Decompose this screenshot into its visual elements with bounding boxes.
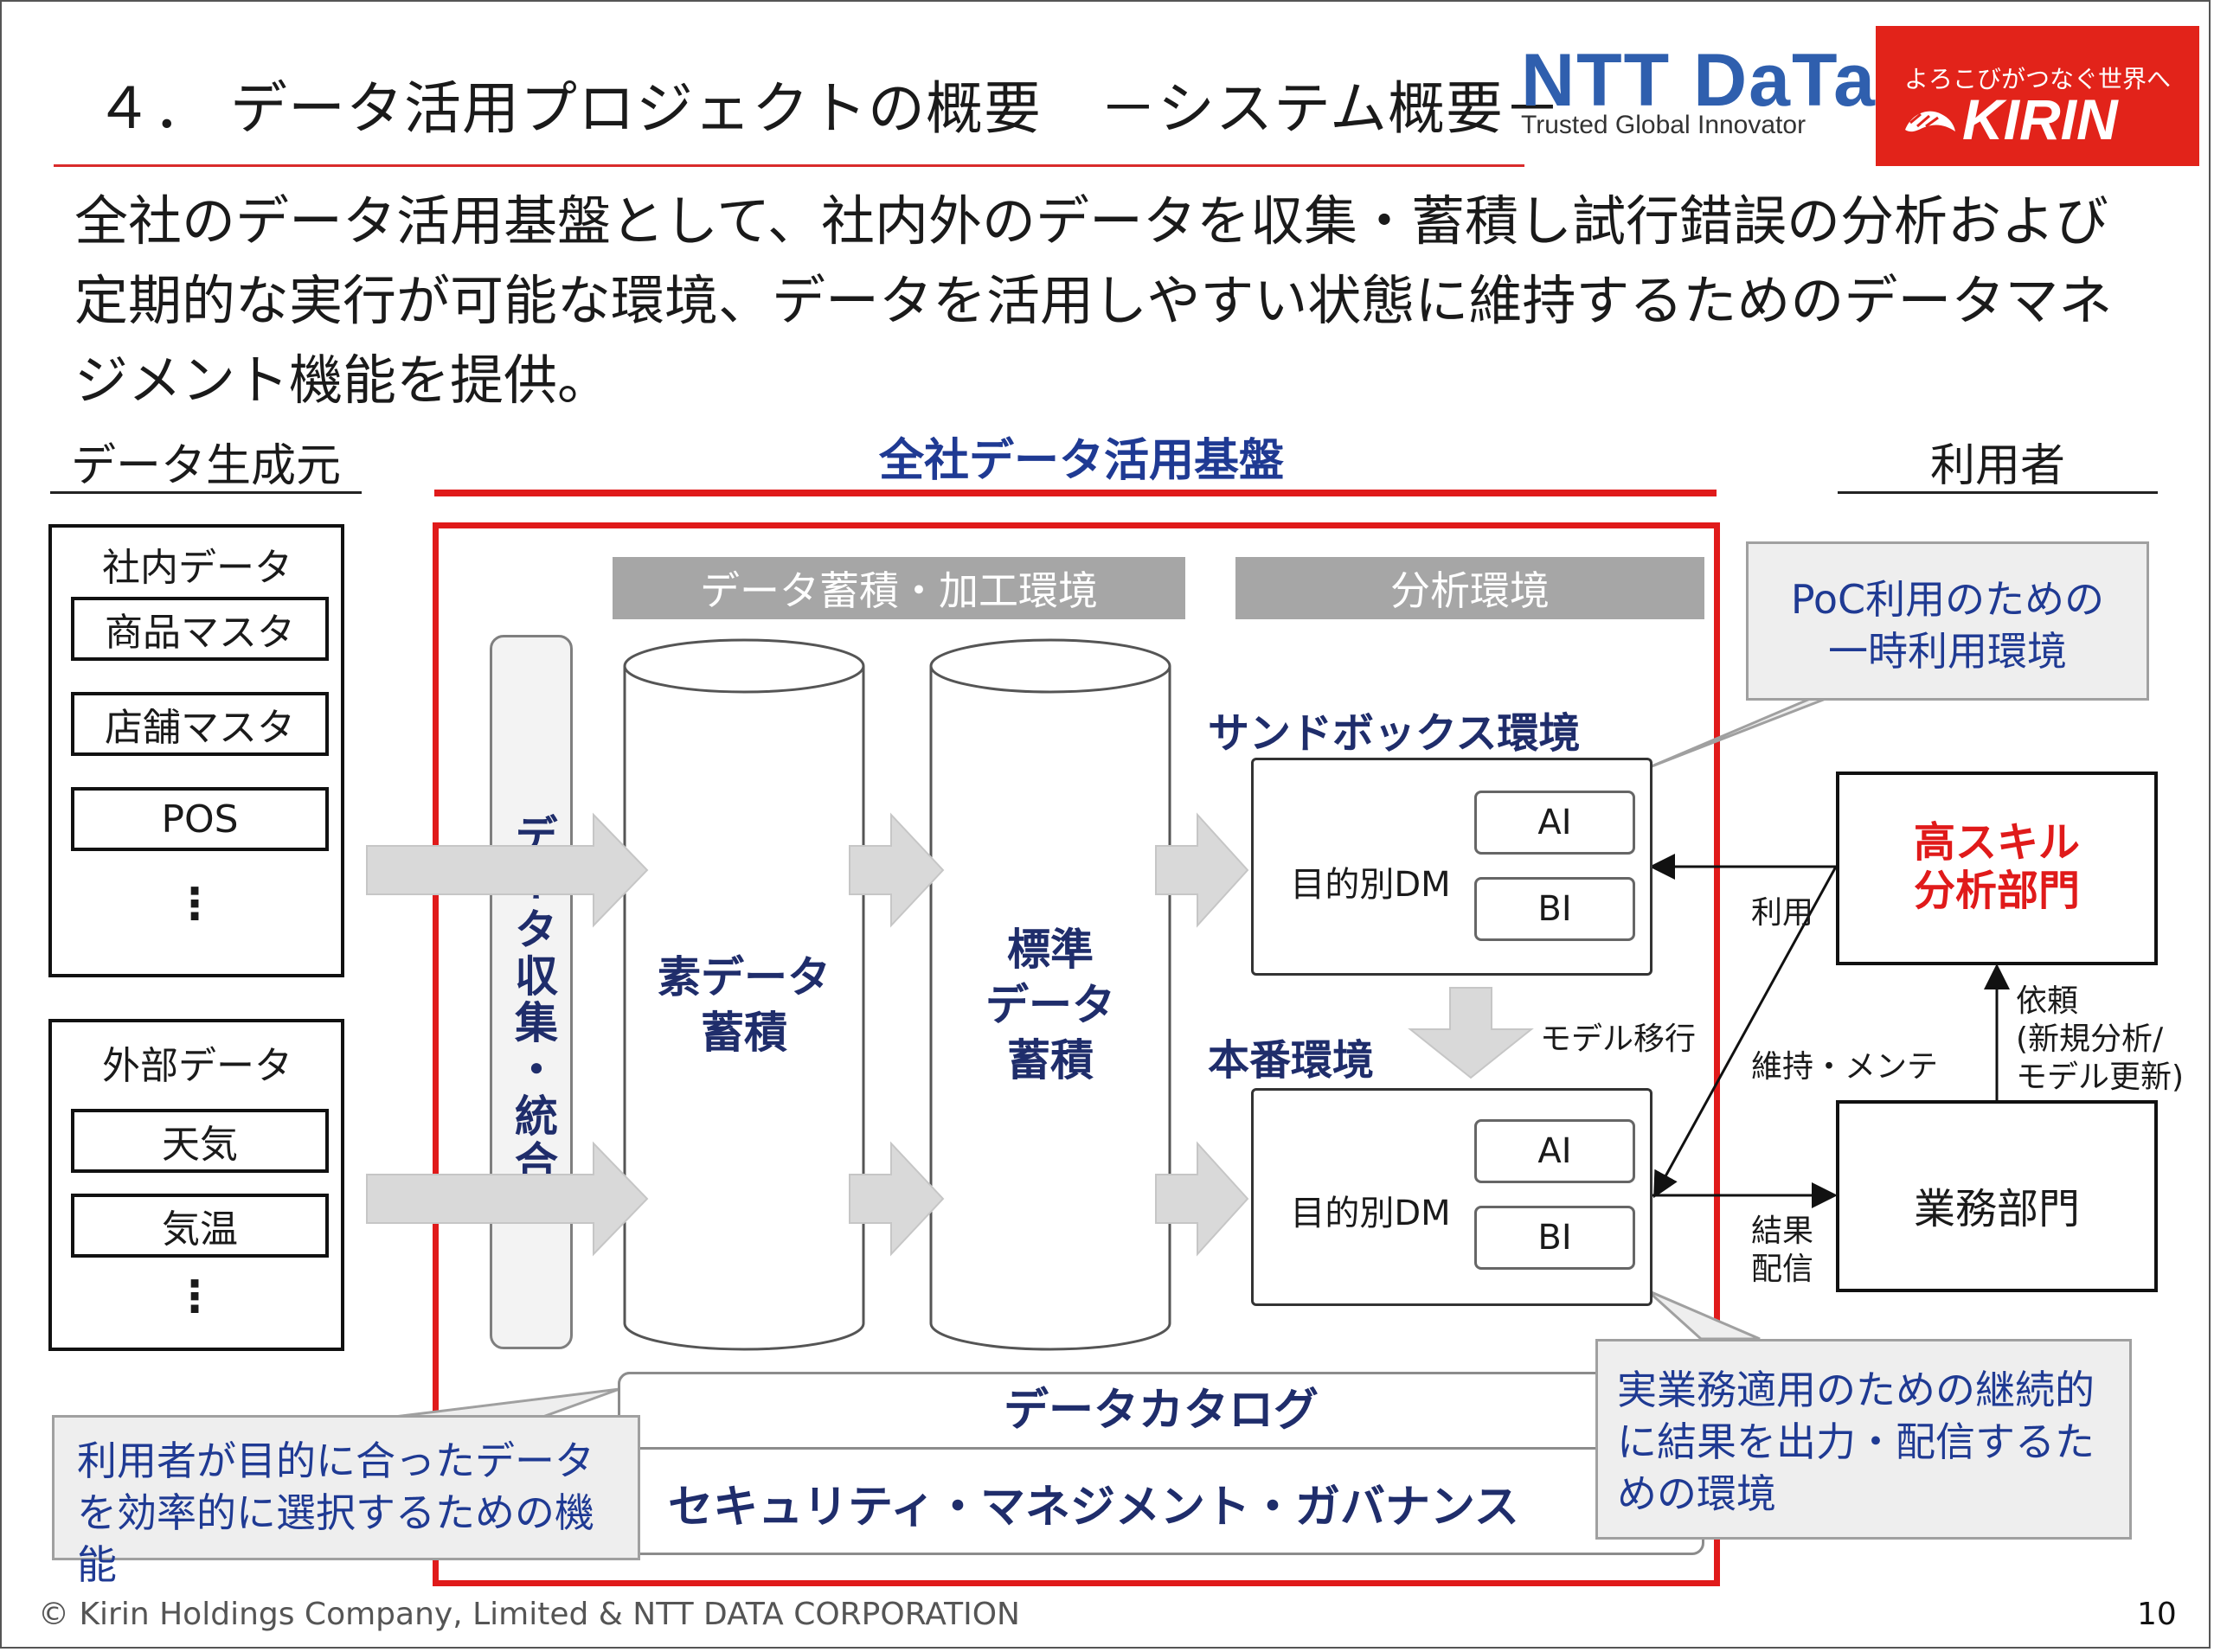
- external-data-group: [48, 1019, 344, 1351]
- kirin-mark-icon: [1905, 111, 1955, 132]
- business-dept-box: 業務部門: [1836, 1100, 2158, 1292]
- kirin-tagline: よろこびがつなぐ世界へ: [1903, 65, 2171, 93]
- flow-arrow-icon: [1155, 812, 1249, 928]
- internal-data-group: [48, 524, 344, 977]
- maintain-connector: [1653, 866, 1838, 1199]
- users-heading: 利用者: [1929, 440, 2065, 492]
- request-label: 依頼 (新規分析/ モデル更新): [2016, 983, 2185, 1095]
- poc-callout: PoC利用のための 一時利用環境: [1746, 541, 2149, 701]
- source-item: POS: [71, 787, 329, 851]
- external-data-label: 外部データ: [102, 1044, 292, 1088]
- kirin-wordmark: KIRIN: [1962, 87, 2118, 151]
- page-number: 10: [2137, 1597, 2177, 1632]
- platform-heading: 全社データ活用基盤: [878, 435, 1284, 487]
- production-callout: 実業務適用のための継続的に結果を出力・配信するための環境: [1595, 1339, 2132, 1540]
- sources-heading-rule: [50, 491, 362, 494]
- raw-data-label: 素データ 蓄積: [658, 952, 831, 1058]
- prod-callout-pointer: [1646, 1289, 1761, 1341]
- flow-arrow-icon: [366, 1141, 649, 1257]
- dm-label: 目的別DM: [1290, 1194, 1451, 1233]
- production-env-box: [1251, 1088, 1652, 1306]
- bi-box: BI: [1474, 877, 1635, 941]
- source-item: 店舗マスタ: [71, 692, 329, 756]
- flow-arrow-icon: [1155, 1141, 1249, 1257]
- source-item: 商品マスタ: [71, 597, 329, 661]
- source-item: 天気: [71, 1109, 329, 1173]
- raw-data-cylinder: [623, 638, 865, 1351]
- title-underline: [54, 164, 1524, 167]
- result-label: 結果 配信: [1751, 1213, 1814, 1287]
- sources-heading: データ生成元: [70, 440, 341, 492]
- analysis-env-header: 分析環境: [1235, 557, 1704, 619]
- standard-data-label: 標準 データ 蓄積: [985, 925, 1115, 1085]
- copyright: © Kirin Holdings Company, Limited & NTT …: [38, 1597, 1020, 1632]
- poc-callout-pointer: [1646, 697, 1826, 770]
- kirin-logo: よろこびがつなぐ世界へ KIRIN: [1876, 26, 2199, 166]
- more-ellipsis: ⋮: [173, 879, 216, 929]
- use-label: 利用: [1751, 895, 1814, 931]
- ai-box: AI: [1474, 1119, 1635, 1183]
- ntt-data-tagline: Trusted Global Innovator: [1521, 111, 1806, 139]
- flow-arrow-icon: [849, 1141, 945, 1257]
- model-migration-arrow-icon: [1408, 987, 1534, 1079]
- collect-integrate-bar: [490, 635, 573, 1349]
- users-heading-rule: [1838, 491, 2158, 494]
- source-item: 気温: [71, 1194, 329, 1258]
- bi-box: BI: [1474, 1206, 1635, 1270]
- platform-frame: [433, 522, 1720, 1586]
- internal-data-label: 社内データ: [102, 546, 292, 590]
- production-title: 本番環境: [1208, 1036, 1375, 1085]
- dm-label: 目的別DM: [1290, 865, 1451, 905]
- platform-heading-rule: [434, 490, 1717, 496]
- flow-arrow-icon: [366, 812, 649, 928]
- model-migration-label: モデル移行: [1540, 1021, 1697, 1057]
- maintain-label: 維持・メンテ: [1751, 1049, 1939, 1085]
- catalog-callout-pointer: [394, 1387, 620, 1420]
- governance-label: セキュリティ・マネジメント・ガバナンス: [668, 1482, 1519, 1534]
- high-skill-dept-box: 高スキル 分析部門: [1836, 772, 2158, 965]
- intro-text: 全社のデータ活用基盤として、社内外のデータを収集・蓄積し試行錯誤の分析および定期…: [74, 189, 2113, 412]
- flow-arrow-icon: [849, 812, 945, 928]
- standard-data-cylinder: [929, 638, 1171, 1351]
- sandbox-title: サンドボックス環境: [1208, 709, 1581, 758]
- page-title: ４． データ活用プロジェクトの概要 －システム概要－: [95, 75, 1562, 142]
- ntt-data-logo: NTT DaTa: [1521, 39, 1877, 122]
- more-ellipsis: ⋮: [173, 1271, 216, 1322]
- catalog-callout: 利用者が目的に合ったデータを効率的に選択するための機能: [52, 1415, 640, 1588]
- accumulate-env-header: データ蓄積・加工環境: [613, 557, 1185, 619]
- data-catalog-band: データカタログ: [618, 1372, 1704, 1450]
- ai-box: AI: [1474, 791, 1635, 855]
